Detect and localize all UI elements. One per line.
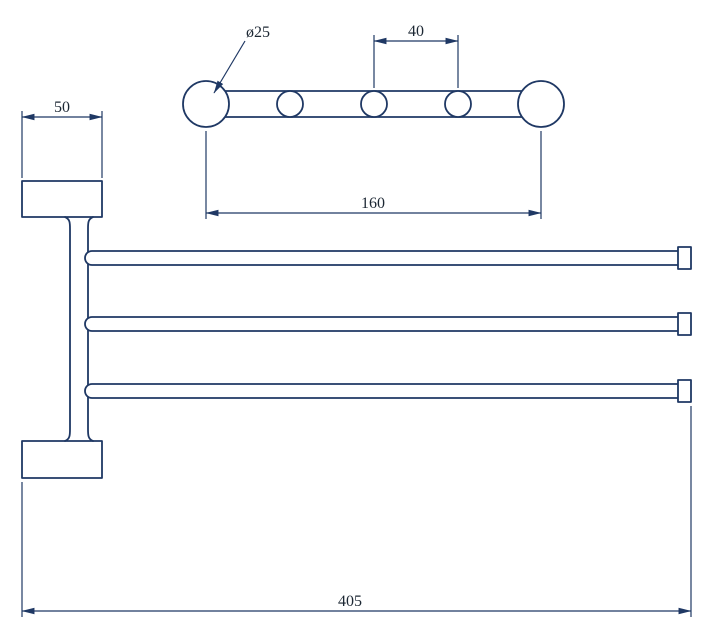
arm-2	[84, 316, 680, 332]
arm-1	[84, 250, 680, 266]
dimension-label: 405	[338, 593, 362, 610]
dimension-rail-span: 160	[205, 131, 542, 219]
arm-3	[84, 383, 680, 399]
dimension-label: 40	[408, 23, 424, 40]
dimension-overall-length: 405	[21, 406, 692, 617]
dimension-label: 50	[54, 99, 70, 116]
top-view	[182, 80, 565, 128]
dimension-hole-spacing: 40	[373, 23, 459, 88]
dimension-label: 160	[361, 195, 385, 212]
arm-3-end-cap	[677, 379, 692, 403]
end-knob-left	[182, 80, 230, 128]
bottom-bracket	[21, 440, 103, 479]
post-left-edge	[64, 216, 71, 442]
hole-3	[444, 90, 472, 118]
front-view	[21, 180, 692, 479]
arm-1-end-cap	[677, 246, 692, 270]
end-knob-right	[517, 80, 565, 128]
leader-line	[213, 40, 246, 94]
top-bracket	[21, 180, 103, 218]
dimension-bracket-width: 50	[21, 99, 103, 178]
hole-1	[276, 90, 304, 118]
dimension-label: ø25	[246, 24, 270, 41]
arm-2-end-cap	[677, 312, 692, 336]
dimension-hole-diameter: ø25	[213, 24, 270, 94]
hole-2	[360, 90, 388, 118]
